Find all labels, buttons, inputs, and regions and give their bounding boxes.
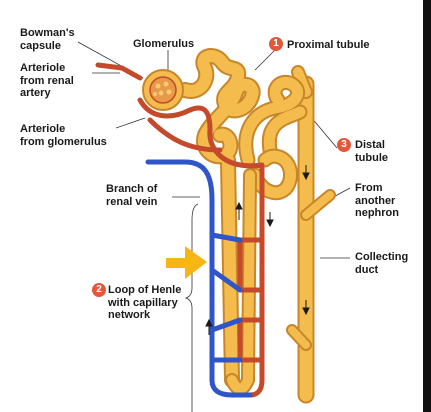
bowmans-capsule xyxy=(142,69,184,111)
badge-loop: 2 xyxy=(92,283,106,297)
label-arteriole-glomerulus: Arteriole from glomerulus xyxy=(20,123,107,148)
capillary-vein xyxy=(145,159,253,398)
badge-distal: 3 xyxy=(337,138,351,152)
badge-proximal: 1 xyxy=(269,37,283,51)
window-edge xyxy=(423,0,431,412)
label-collecting-duct: Collecting duct xyxy=(355,251,409,276)
flow-arrows xyxy=(205,165,310,335)
collecting-duct xyxy=(286,65,336,404)
loop-of-henle xyxy=(225,168,257,396)
label-branch-renal-vein: Branch of renal vein xyxy=(106,183,158,208)
label-glomerulus: Glomerulus xyxy=(133,38,195,50)
pointer-arrow xyxy=(166,246,207,279)
capillary-artery xyxy=(95,62,265,398)
proximal-tubule xyxy=(177,48,261,388)
label-distal-tubule: Distal tubule xyxy=(355,139,388,164)
label-from-another-nephron: From another nephron xyxy=(355,182,399,219)
label-loop-of-henle: Loop of Henle with capillary network xyxy=(108,284,182,321)
label-proximal-tubule: Proximal tubule xyxy=(287,39,370,51)
label-bowmans-capsule: Bowman's capsule xyxy=(20,27,75,52)
label-arteriole-renal-artery: Arteriole from renal artery xyxy=(20,62,74,99)
